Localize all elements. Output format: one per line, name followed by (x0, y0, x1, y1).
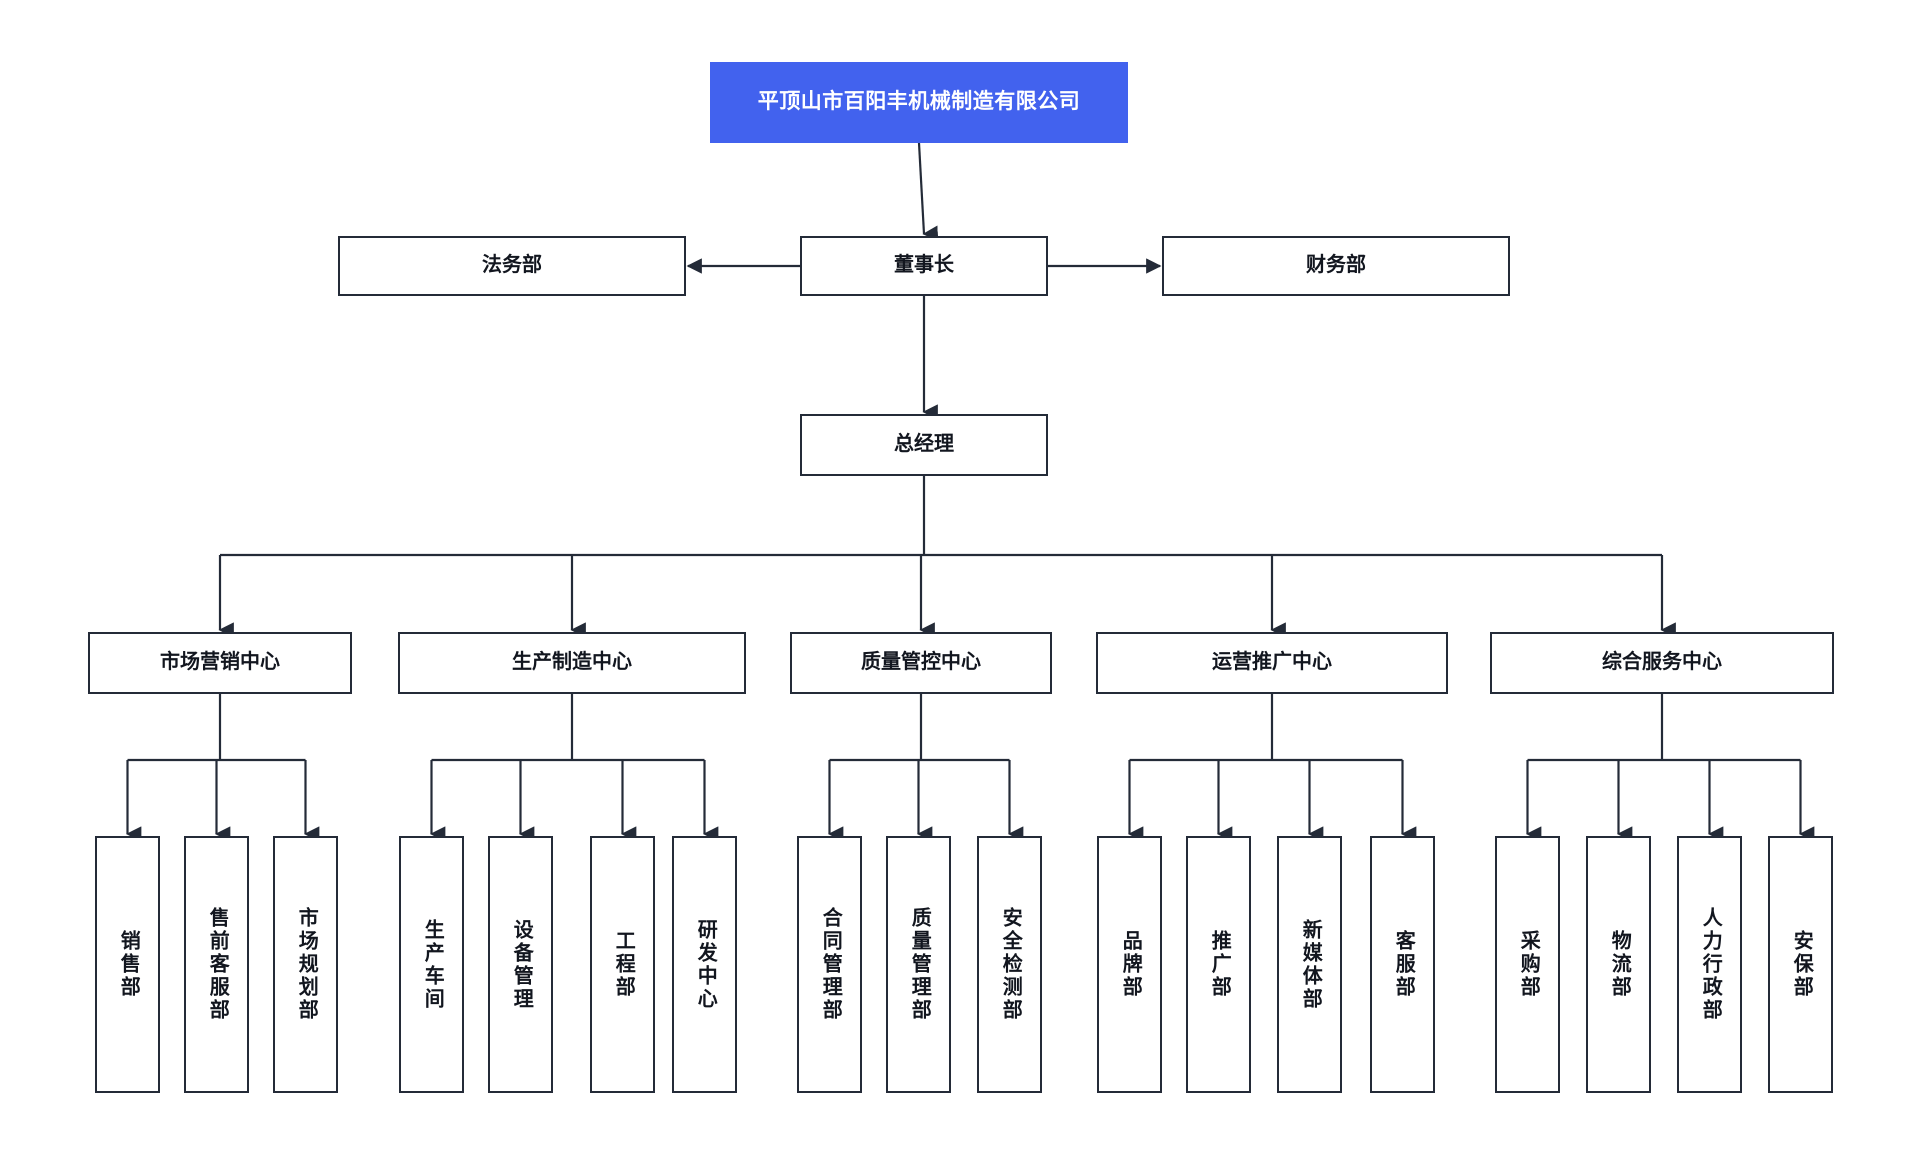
node-label: 研发中心 (694, 918, 717, 1011)
node-market-planning-dept[interactable]: 市场规划部 (273, 836, 338, 1093)
node-sales-dept[interactable]: 销售部 (95, 836, 160, 1093)
node-label: 物流部 (1608, 930, 1631, 999)
root-company-node[interactable]: 平顶山市百阳丰机械制造有限公司 (710, 62, 1128, 143)
node-general-services-center[interactable]: 综合服务中心 (1490, 632, 1834, 694)
node-contract-management-dept[interactable]: 合同管理部 (797, 836, 862, 1093)
node-finance-dept[interactable]: 财务部 (1162, 236, 1510, 296)
node-label: 法务部 (482, 254, 542, 277)
node-label: 人力行政部 (1699, 907, 1722, 1022)
node-hr-admin-dept[interactable]: 人力行政部 (1677, 836, 1742, 1093)
node-manufacturing-center[interactable]: 生产制造中心 (398, 632, 746, 694)
node-label: 推广部 (1208, 930, 1231, 999)
node-label: 合同管理部 (819, 907, 842, 1022)
node-label: 工程部 (612, 930, 635, 999)
node-label: 质量管理部 (908, 907, 931, 1022)
node-logistics-dept[interactable]: 物流部 (1586, 836, 1651, 1093)
node-label: 运营推广中心 (1212, 651, 1332, 674)
node-label: 销售部 (117, 930, 140, 999)
node-equipment-management[interactable]: 设备管理 (488, 836, 553, 1093)
connector (917, 142, 939, 241)
node-label: 综合服务中心 (1602, 651, 1722, 674)
node-general-manager[interactable]: 总经理 (800, 414, 1048, 476)
node-label: 售前客服部 (206, 907, 229, 1022)
node-engineering-dept[interactable]: 工程部 (590, 836, 655, 1093)
node-quality-management-dept[interactable]: 质量管理部 (886, 836, 951, 1093)
node-label: 采购部 (1517, 930, 1540, 999)
node-label: 新媒体部 (1299, 918, 1322, 1011)
node-customer-service-dept[interactable]: 客服部 (1370, 836, 1435, 1093)
node-procurement-dept[interactable]: 采购部 (1495, 836, 1560, 1093)
node-quality-control-center[interactable]: 质量管控中心 (790, 632, 1052, 694)
node-label: 质量管控中心 (861, 651, 981, 674)
node-label: 市场营销中心 (160, 651, 280, 674)
node-marketing-center[interactable]: 市场营销中心 (88, 632, 352, 694)
node-operations-promotion-center[interactable]: 运营推广中心 (1096, 632, 1448, 694)
node-safety-inspection-dept[interactable]: 安全检测部 (977, 836, 1042, 1093)
node-security-dept[interactable]: 安保部 (1768, 836, 1833, 1093)
node-label: 董事长 (894, 254, 954, 277)
node-brand-dept[interactable]: 品牌部 (1097, 836, 1162, 1093)
node-label: 客服部 (1392, 930, 1415, 999)
node-label: 设备管理 (510, 918, 533, 1011)
node-new-media-dept[interactable]: 新媒体部 (1277, 836, 1342, 1093)
node-label: 生产车间 (421, 918, 444, 1011)
node-label: 平顶山市百阳丰机械制造有限公司 (757, 90, 1081, 114)
node-chairman[interactable]: 董事长 (800, 236, 1048, 296)
node-rnd-center[interactable]: 研发中心 (672, 836, 737, 1093)
node-label: 生产制造中心 (512, 651, 632, 674)
node-production-workshop[interactable]: 生产车间 (399, 836, 464, 1093)
node-presales-service-dept[interactable]: 售前客服部 (184, 836, 249, 1093)
node-label: 安全检测部 (999, 907, 1022, 1022)
node-promotion-dept[interactable]: 推广部 (1186, 836, 1251, 1093)
node-label: 安保部 (1790, 930, 1813, 999)
node-label: 市场规划部 (295, 907, 318, 1022)
node-label: 品牌部 (1119, 930, 1142, 999)
node-label: 总经理 (894, 433, 954, 456)
node-label: 财务部 (1306, 254, 1366, 277)
node-legal-dept[interactable]: 法务部 (338, 236, 686, 296)
